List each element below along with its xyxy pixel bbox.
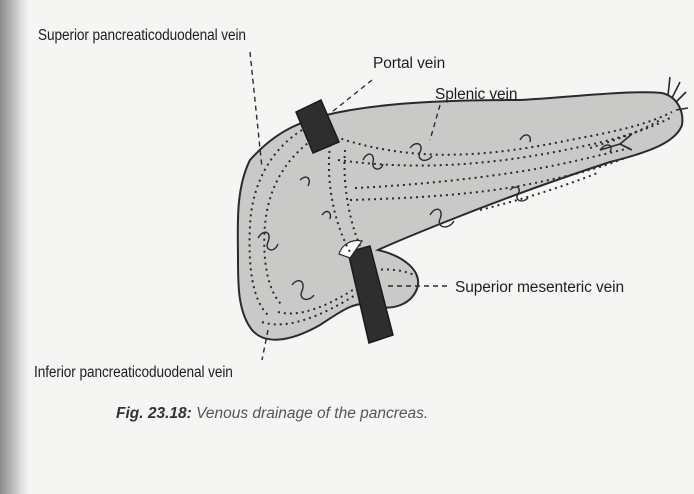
label-superior-pancreaticoduodenal-vein: Superior pancreaticoduodenal vein bbox=[38, 27, 246, 45]
leader-superior-pd bbox=[250, 52, 262, 168]
label-superior-mesenteric-vein: Superior mesenteric vein bbox=[455, 279, 624, 297]
label-portal-vein: Portal vein bbox=[373, 55, 445, 73]
label-splenic-vein: Splenic vein bbox=[435, 86, 517, 104]
label-inferior-pancreaticoduodenal-vein: Inferior pancreaticoduodenal vein bbox=[34, 364, 233, 382]
figure-number: Fig. 23.18: bbox=[116, 405, 192, 422]
figure-caption: Fig. 23.18: Venous drainage of the pancr… bbox=[116, 405, 428, 423]
caption-text: Venous drainage of the pancreas. bbox=[196, 405, 428, 422]
